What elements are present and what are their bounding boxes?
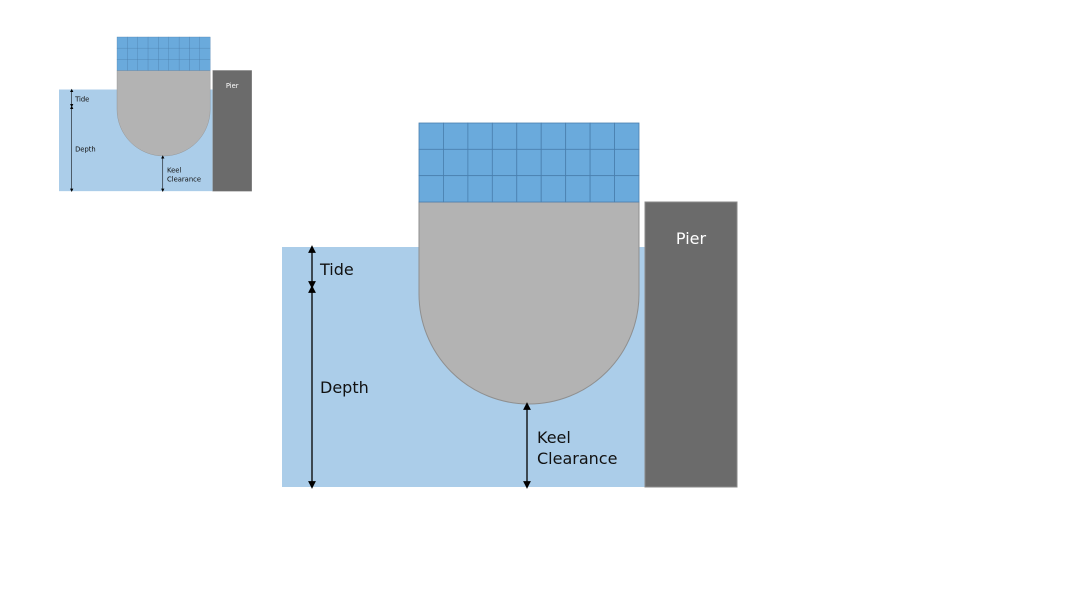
deck-cargo-cell <box>137 36 149 49</box>
deck-cargo-cell <box>565 148 591 177</box>
deck-cargo-cell <box>168 36 180 49</box>
deck-cargo-cell <box>467 148 493 177</box>
tide-label: Tide <box>319 260 354 279</box>
deck-cargo-cell <box>116 59 128 71</box>
ship-hull <box>418 201 640 405</box>
deck-cargo-cell <box>443 122 469 150</box>
deck-cargo-cell <box>565 122 591 150</box>
depth-label: Depth <box>320 378 369 397</box>
deck-cargo-cell <box>158 36 169 49</box>
clearance-label: Clearance <box>167 175 201 183</box>
diagram-large: Tide Depth Keel Clearance Pier <box>282 122 738 489</box>
diagram-thumbnail: Tide Depth Keel Clearance Pier <box>59 36 252 192</box>
deck-cargo-cell <box>189 36 201 49</box>
deck-cargo-cell <box>199 59 211 71</box>
deck-cargo-cell <box>189 59 201 71</box>
deck-cargo-cell <box>540 122 567 150</box>
clearance-label: Clearance <box>537 449 617 468</box>
deck-cargo-cell <box>168 47 180 60</box>
deck-cargo-cell <box>158 59 169 71</box>
pier-label: Pier <box>676 229 707 248</box>
deck-cargo-cell <box>589 148 615 177</box>
deck-cargo-cell <box>467 175 493 203</box>
deck-cargo-cell <box>516 122 542 150</box>
deck-cargo-cell <box>127 59 138 71</box>
deck-cargo-cell <box>540 148 567 177</box>
deck-cargo-cell <box>137 59 149 71</box>
deck-cargo-cell <box>127 47 138 60</box>
deck-cargo-grid <box>418 122 640 203</box>
keel-label: Keel <box>537 428 571 447</box>
deck-cargo-cell <box>418 148 444 177</box>
deck-cargo-cell <box>614 122 640 150</box>
deck-cargo-cell <box>467 122 493 150</box>
deck-cargo-cell <box>147 47 159 60</box>
deck-cargo-cell <box>168 59 180 71</box>
deck-cargo-cell <box>116 47 128 60</box>
deck-cargo-cell <box>418 175 444 203</box>
pier <box>644 201 738 488</box>
deck-cargo-cell <box>147 59 159 71</box>
deck-cargo-cell <box>443 175 469 203</box>
deck-cargo-cell <box>137 47 149 60</box>
deck-cargo-cell <box>565 175 591 203</box>
deck-cargo-cell <box>178 59 190 71</box>
deck-cargo-cell <box>491 122 518 150</box>
pier <box>212 70 252 192</box>
deck-cargo-cell <box>614 175 640 203</box>
deck-cargo-cell <box>516 175 542 203</box>
deck-cargo-cell <box>589 122 615 150</box>
deck-cargo-cell <box>127 36 138 49</box>
deck-cargo-grid <box>116 36 211 71</box>
ship-hull <box>116 70 211 157</box>
depth-label: Depth <box>75 145 96 153</box>
deck-cargo-cell <box>199 47 211 60</box>
deck-cargo-cell <box>516 148 542 177</box>
deck-cargo-cell <box>147 36 159 49</box>
deck-cargo-cell <box>443 148 469 177</box>
deck-cargo-cell <box>178 47 190 60</box>
deck-cargo-cell <box>418 122 444 150</box>
deck-cargo-cell <box>178 36 190 49</box>
deck-cargo-cell <box>491 175 518 203</box>
pier-label: Pier <box>226 82 239 90</box>
deck-cargo-cell <box>540 175 567 203</box>
deck-cargo-cell <box>199 36 211 49</box>
deck-cargo-cell <box>589 175 615 203</box>
deck-cargo-cell <box>116 36 128 49</box>
tide-label: Tide <box>74 95 89 103</box>
keel-label: Keel <box>167 167 181 175</box>
deck-cargo-cell <box>491 148 518 177</box>
deck-cargo-cell <box>614 148 640 177</box>
deck-cargo-cell <box>189 47 201 60</box>
deck-cargo-cell <box>158 47 169 60</box>
